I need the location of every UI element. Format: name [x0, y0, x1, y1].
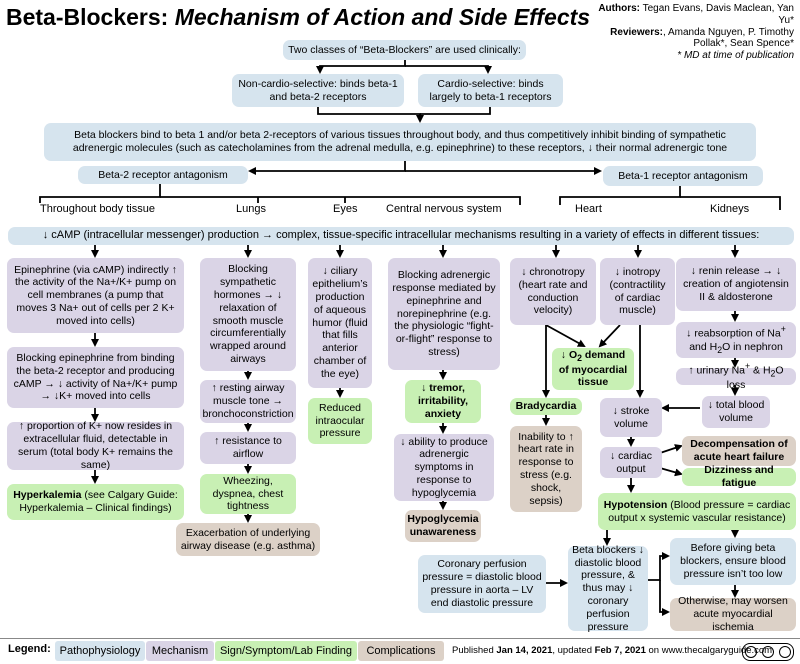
- cc-icon: [745, 646, 758, 658]
- k3-c: O loss: [726, 364, 784, 392]
- legend-pathophysiology: Pathophysiology: [55, 641, 145, 661]
- bradycardia-box: Bradycardia: [510, 398, 582, 415]
- legend-complications: Complications: [358, 641, 444, 661]
- lungs-bronchoconstriction-box: ↑ resting airway muscle tone → bronchoco…: [200, 380, 296, 423]
- o2-demand-sub: 2: [577, 352, 583, 363]
- tissue-kidneys: Kidneys: [710, 203, 750, 215]
- legend-mechanism: Mechanism: [146, 641, 214, 661]
- body-potassium-box: ↑ proportion of K+ now resides in extrac…: [7, 420, 184, 471]
- k3-a: ↑ urinary Na: [688, 364, 745, 377]
- inability-heart-rate-box: Inability to ↑ heart rate in response to…: [510, 426, 582, 512]
- wheezing-box: Wheezing, dyspnea, chest tightness: [200, 474, 296, 514]
- selective-box: Cardio-selective: binds largely to beta-…: [418, 74, 563, 107]
- coronary-perfusion-box: Coronary perfusion pressure = diastolic …: [418, 555, 546, 613]
- tissue-heart: Heart: [575, 203, 602, 215]
- hypotension-formula: (Blood pressure = cardiac output x syste…: [608, 498, 791, 524]
- beta2-antagonism-box: Beta-2 receptor antagonism: [78, 166, 248, 184]
- legend-sign: Sign/Symptom/Lab Finding: [215, 641, 357, 661]
- k3-b: & H: [750, 364, 771, 377]
- published-line: Published Jan 14, 2021, updated Feb 7, 2…: [452, 645, 772, 656]
- tissue-body: Throughout body tissue: [40, 203, 155, 215]
- site-link[interactable]: on www.thecalgaryguide.com: [645, 645, 773, 656]
- hyperkalemia-ref: (see Calgary Guide: Hyperkalemia – Clini…: [19, 489, 178, 514]
- legend-bar: [0, 638, 800, 664]
- inotropy-box: ↓ inotropy (contractility of cardiac mus…: [600, 258, 675, 325]
- body-pump-box: Blocking epinephrine from binding the be…: [7, 347, 184, 408]
- k2-a: ↓ reabsorption of Na: [686, 327, 781, 340]
- body-epinephrine-box: Epinephrine (via cAMP) indirectly ↑ the …: [7, 258, 184, 333]
- authors-block: Authors: Tegan Evans, Davis Maclean, Yan…: [594, 3, 794, 62]
- lungs-relaxation-box: Blocking sympathetic hormones → ↓ relaxa…: [200, 258, 296, 371]
- tissue-eyes: Eyes: [333, 203, 358, 215]
- myocardial-ischemia-box: Otherwise, may worsen acute myocardial i…: [670, 595, 796, 633]
- sodium-reabsorption-box: ↓ reabsorption of Na+ and H2O in nephron: [676, 322, 796, 358]
- beta-blocker-diastolic-box: Beta blockers ↓ diastolic blood pressure…: [568, 544, 648, 633]
- k3-sup: +: [745, 360, 751, 371]
- updated-label: , updated: [552, 645, 595, 656]
- hypotension-box: Hypotension (Blood pressure = cardiac ou…: [598, 493, 796, 530]
- cardiac-output-box: ↓ cardiac output: [600, 447, 662, 478]
- renin-box: ↓ renin release → ↓ creation of angioten…: [676, 258, 796, 311]
- urinary-loss-box: ↑ urinary Na+ & H2O loss: [676, 361, 796, 391]
- non-selective-box: Non-cardio-selective: binds beta-1 and b…: [232, 74, 404, 107]
- hyperkalemia-label: Hyperkalemia: [13, 489, 82, 502]
- hypotension-label: Hypotension: [603, 498, 668, 511]
- k2-sup: +: [780, 324, 786, 335]
- intraocular-pressure-box: Reduced intraocular pressure: [308, 398, 372, 444]
- legend-label: Legend:: [8, 643, 51, 655]
- by-icon: [761, 646, 774, 658]
- beta1-antagonism-box: Beta-1 receptor antagonism: [603, 166, 763, 186]
- blood-volume-box: ↓ total blood volume: [702, 396, 770, 428]
- tissue-cns: Central nervous system: [386, 203, 502, 215]
- k2-sub: 2: [717, 344, 723, 355]
- authors-names: Tegan Evans, Davis Maclean, Yan Yu*: [642, 3, 794, 26]
- o2-demand-a: ↓ O: [560, 348, 578, 361]
- dizziness-box: Dizziness and fatigue: [682, 464, 796, 489]
- bind-mechanism-box: Beta blockers bind to beta 1 and/or beta…: [44, 123, 756, 161]
- eyes-aqueous-box: ↓ ciliary epithelium’s production of aqu…: [308, 258, 372, 388]
- published-date: Jan 14, 2021: [496, 645, 553, 656]
- published-label: Published: [452, 645, 497, 656]
- camp-box: ↓ cAMP (intracellular messenger) product…: [8, 227, 794, 245]
- lungs-resistance-box: ↑ resistance to airflow: [200, 432, 296, 464]
- title-main: Beta-Blockers:: [6, 4, 169, 30]
- two-classes-box: Two classes of “Beta-Blockers” are used …: [283, 40, 526, 60]
- nc-icon: [778, 646, 791, 658]
- updated-date: Feb 7, 2021: [594, 645, 646, 656]
- o2-demand-box: ↓ O2 demand of myocardial tissue: [552, 348, 634, 390]
- k2-b: and H: [689, 340, 718, 353]
- reviewers-label: Reviewers:: [610, 26, 663, 38]
- chronotropy-box: ↓ chronotropy (heart rate and conduction…: [510, 258, 596, 325]
- reviewers-names: , Amanda Nguyen, P. Timothy Pollak*, Sea…: [662, 26, 794, 50]
- license-icon: [742, 643, 794, 661]
- hypoglycemia-unawareness-box: Hypoglycemia unawareness: [405, 510, 481, 542]
- k2-c: O in nephron: [722, 340, 783, 353]
- title-subtitle: Mechanism of Action and Side Effects: [174, 4, 591, 30]
- page-title: Beta-Blockers: Mechanism of Action and S…: [6, 4, 590, 31]
- ensure-bp-box: Before giving beta blockers, ensure bloo…: [670, 538, 796, 585]
- decompensation-box: Decompensation of acute heart failure: [682, 436, 796, 466]
- hyperkalemia-box: Hyperkalemia (see Calgary Guide: Hyperka…: [7, 484, 184, 520]
- cns-adrenergic-box: Blocking adrenergic response mediated by…: [388, 258, 500, 370]
- tremor-box: ↓ tremor, irritability, anxiety: [405, 380, 481, 423]
- tissue-lungs: Lungs: [236, 203, 266, 215]
- authors-label: Authors:: [598, 3, 640, 14]
- stroke-volume-box: ↓ stroke volume: [600, 398, 662, 437]
- o2-demand-b: demand of myocardial tissue: [558, 348, 628, 389]
- k3-sub: 2: [770, 368, 776, 379]
- authors-note: * MD at time of publication: [677, 50, 794, 62]
- airway-disease-box: Exacerbation of underlying airway diseas…: [176, 523, 320, 556]
- cns-hypoglycemia-response-box: ↓ ability to produce adrenergic symptoms…: [394, 434, 494, 501]
